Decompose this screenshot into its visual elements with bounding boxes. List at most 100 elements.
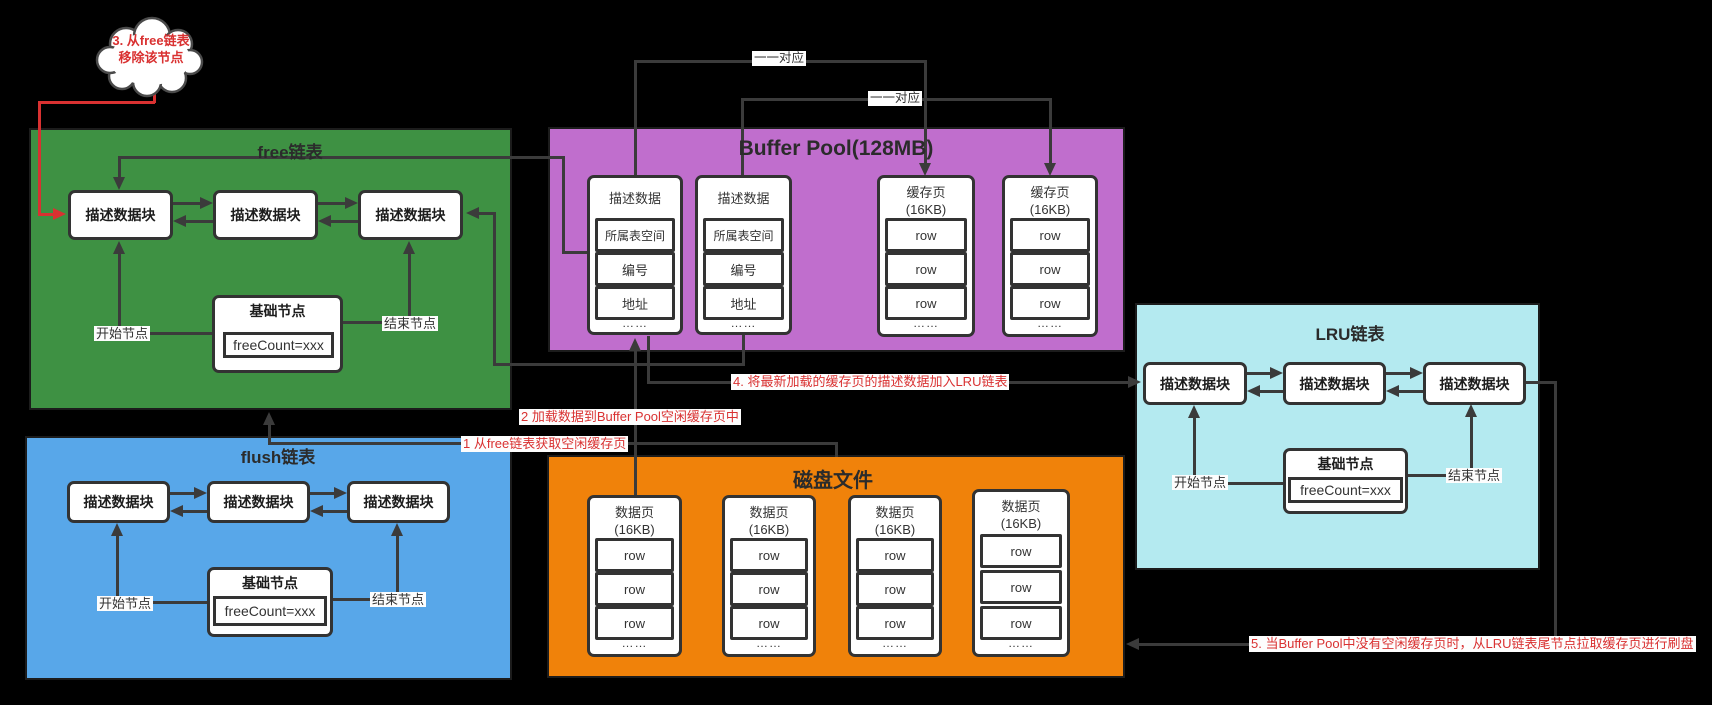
line-mapping-1 <box>634 60 637 175</box>
row-cell: row <box>595 606 674 640</box>
arrowhead-down-icon <box>113 177 125 190</box>
desc-data-title: 描述数据 <box>608 191 661 206</box>
ellipsis: …… <box>622 316 648 330</box>
free-node-3: 描述数据块 <box>358 190 463 240</box>
arrowhead-down-icon <box>1044 163 1056 176</box>
ellipsis: …… <box>913 316 939 330</box>
ellipsis: …… <box>730 316 757 330</box>
desc-data-box-2: 描述数据 所属表空间 编号 地址 …… <box>695 175 792 335</box>
free-node-1: 描述数据块 <box>68 190 173 240</box>
arrowhead-right-icon <box>200 197 213 209</box>
end-node-line <box>408 252 411 318</box>
link-line <box>1247 372 1272 375</box>
row-cell: row <box>980 534 1062 568</box>
arrowhead-left-icon <box>170 505 183 517</box>
line-desc2-to-free3 <box>493 363 745 366</box>
link-line <box>310 492 336 495</box>
end-node-line <box>1470 415 1473 470</box>
row-cell: row <box>1010 218 1090 252</box>
base-connector <box>1408 474 1447 477</box>
arrowhead-left-icon <box>310 505 323 517</box>
link-line <box>184 220 213 223</box>
cache-page-box-1: 缓存页 (16KB) row row row …… <box>877 175 975 337</box>
lru-node-1: 描述数据块 <box>1143 362 1247 405</box>
arrowhead-up-icon <box>111 523 123 536</box>
free-base-node: 基础节点 freeCount=xxx <box>212 295 343 373</box>
arrowhead-up-icon <box>113 241 125 254</box>
lru-node-3: 描述数据块 <box>1423 362 1526 405</box>
base-node-title: 基础节点 <box>1317 456 1374 472</box>
row-cell: row <box>730 538 808 572</box>
end-node-label: 结束节点 <box>382 316 439 331</box>
base-node-title: 基础节点 <box>249 303 306 319</box>
flush-base-node: 基础节点 freeCount=xxx <box>207 567 333 637</box>
row-cell: row <box>1010 286 1090 320</box>
link-line <box>173 202 202 205</box>
row-cell: row <box>885 252 967 286</box>
arrowhead-up-icon <box>1188 405 1200 418</box>
mapping-label-2: 一一对应 <box>868 91 923 106</box>
arrowhead-up-icon <box>1465 404 1477 417</box>
line-disk-to-free <box>835 442 838 457</box>
arrowhead-right-icon <box>334 487 347 499</box>
row-cell: row <box>595 538 674 572</box>
cache-page-size: (16KB) <box>905 202 947 217</box>
cache-page-box-2: 缓存页 (16KB) row row row …… <box>1002 175 1098 337</box>
step3-annotation: 3. 从free链表移除该节点 <box>112 33 190 65</box>
link-line <box>1258 390 1283 393</box>
link-line <box>170 492 196 495</box>
ellipsis: …… <box>756 636 782 650</box>
table-space-cell: 所属表空间 <box>595 218 675 252</box>
data-page-size: (16KB) <box>874 522 916 537</box>
arrowhead-right-icon <box>1270 367 1283 379</box>
free-count-box: freeCount=xxx <box>213 596 327 626</box>
data-page-label: 数据页 <box>614 505 654 520</box>
address-cell: 地址 <box>703 286 784 320</box>
line-mapping-1 <box>924 60 927 164</box>
link-line <box>1386 372 1412 375</box>
desc-data-title: 描述数据 <box>717 191 770 206</box>
mapping-label-1: 一一对应 <box>752 51 807 66</box>
line-desc-to-free <box>118 156 564 159</box>
ellipsis: …… <box>882 636 908 650</box>
row-cell: row <box>980 570 1062 604</box>
line-lru-to-disk <box>1526 381 1557 384</box>
data-page-label: 数据页 <box>1001 499 1041 514</box>
start-node-line <box>116 534 119 598</box>
data-page-title: 数据页 (16KB) <box>590 504 679 538</box>
base-connector <box>1227 482 1283 485</box>
lru-node-2: 描述数据块 <box>1283 362 1386 405</box>
free-list-title: free链表 <box>257 143 323 162</box>
data-page-box-1: 数据页 (16KB) row row row …… <box>587 495 682 657</box>
line-disk-to-free <box>268 423 271 444</box>
flush-list-title: flush链表 <box>240 448 316 467</box>
row-cell: row <box>595 572 674 606</box>
row-cell: row <box>1010 252 1090 286</box>
data-page-box-4: 数据页 (16KB) row row row …… <box>972 489 1070 657</box>
link-line <box>181 510 207 513</box>
arrowhead-up-icon <box>263 412 275 425</box>
base-connector <box>343 321 383 324</box>
data-page-box-3: 数据页 (16KB) row row row …… <box>848 495 942 657</box>
data-page-title: 数据页 (16KB) <box>851 504 939 538</box>
red-line-step3 <box>38 101 155 104</box>
line-desc2-to-free3 <box>478 212 496 215</box>
base-node-title: 基础节点 <box>242 575 298 591</box>
base-connector <box>147 332 212 335</box>
red-line-step3 <box>38 213 55 216</box>
lru-list-title: LRU链表 <box>1315 325 1385 344</box>
link-line <box>318 202 347 205</box>
line-mapping-2 <box>741 98 744 175</box>
arrowhead-left-icon <box>1386 385 1399 397</box>
data-page-size: (16KB) <box>748 522 790 537</box>
line-desc-to-lru <box>647 336 650 384</box>
data-page-label: 数据页 <box>749 505 789 520</box>
cache-page-label: 缓存页 <box>1030 185 1070 200</box>
end-node-line <box>396 534 399 594</box>
cloud-callout: 3. 从free链表移除该节点 <box>92 16 210 100</box>
arrowhead-right-icon <box>345 197 358 209</box>
row-cell: row <box>856 572 934 606</box>
cache-page-size: (16KB) <box>1029 202 1071 217</box>
arrowhead-right-icon <box>194 487 207 499</box>
